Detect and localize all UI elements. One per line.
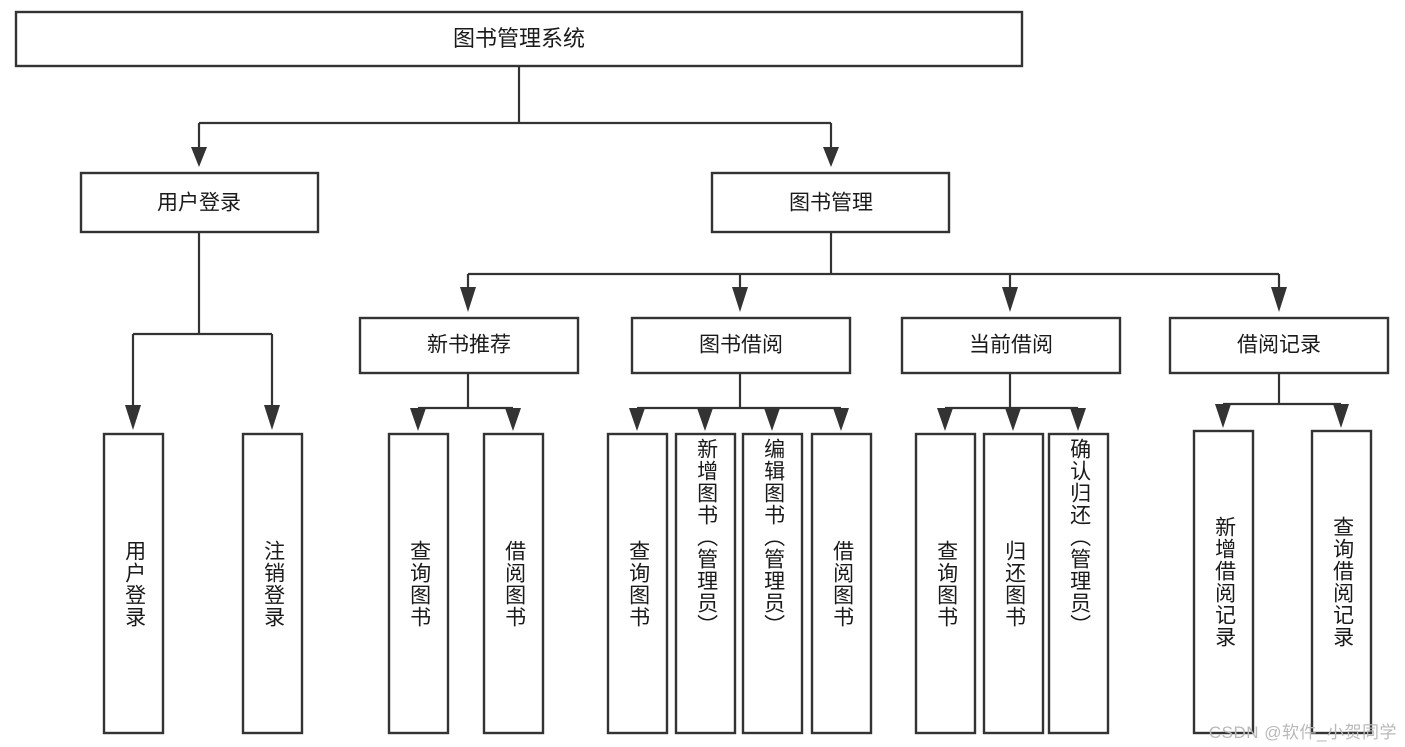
- arrow-leaf-borrow-book-2: [833, 408, 849, 431]
- node-borrow-record-box[interactable]: [1168, 316, 1390, 375]
- node-user-login[interactable]: 用户登录: [79, 171, 320, 234]
- arrow-leaf-add-book: [697, 408, 713, 431]
- leaf-user-login-box[interactable]: [102, 432, 165, 735]
- connector-group: [125, 66, 1349, 431]
- node-borrow-record[interactable]: 借阅记录: [1168, 316, 1390, 375]
- arrow-user-login: [191, 147, 207, 167]
- arrow-leaf-user-login: [125, 405, 141, 430]
- leaf-add-book-box[interactable]: [674, 432, 737, 735]
- node-current-borrow-label: 当前借阅: [969, 334, 1053, 357]
- arrow-leaf-confirm-return: [1070, 408, 1086, 431]
- arrow-leaf-add-record: [1215, 404, 1231, 428]
- node-current-borrow-box[interactable]: [900, 316, 1122, 375]
- arrow-leaf-edit-book: [764, 408, 780, 431]
- leaf-query-book-3-box[interactable]: [914, 432, 977, 735]
- arrow-current-borrow: [1002, 287, 1018, 312]
- arrow-new-book-recommend: [460, 287, 476, 312]
- arrow-book-borrow: [732, 287, 748, 312]
- leaf-query-record-box[interactable]: [1310, 429, 1373, 735]
- node-book-borrow-label: 图书借阅: [699, 334, 783, 357]
- leaf-query-book-2-box[interactable]: [606, 432, 669, 735]
- node-current-borrow[interactable]: 当前借阅: [900, 316, 1122, 375]
- leaf-return-book-box[interactable]: [982, 432, 1045, 735]
- node-book-borrow-box[interactable]: [630, 316, 852, 375]
- arrow-leaf-query-book-3: [937, 408, 953, 431]
- node-book-borrow[interactable]: 图书借阅: [630, 316, 852, 375]
- arrow-leaf-query-book-2: [629, 408, 645, 431]
- node-root-box[interactable]: [14, 10, 1024, 68]
- leaf-borrow-book-2-box[interactable]: [810, 432, 873, 735]
- node-user-login-label: 用户登录: [157, 192, 241, 215]
- leaf-logout-login-box[interactable]: [241, 432, 304, 735]
- node-new-book-recommend-label: 新书推荐: [427, 334, 511, 357]
- leaf-edit-book-box[interactable]: [741, 432, 804, 735]
- arrow-leaf-return-book: [1005, 408, 1021, 431]
- node-user-login-box[interactable]: [79, 171, 320, 234]
- arrow-leaf-query-record: [1333, 404, 1349, 428]
- csdn-watermark: CSDN @软件_小贺同学: [1208, 723, 1397, 742]
- leaf-borrow-book-1-box[interactable]: [482, 432, 545, 735]
- node-book-management-box[interactable]: [710, 171, 951, 234]
- leaf-boxes: [102, 429, 1373, 735]
- node-root[interactable]: 图书管理系统: [14, 10, 1024, 68]
- node-borrow-record-label: 借阅记录: [1237, 334, 1321, 357]
- leaf-add-record-box[interactable]: [1192, 429, 1255, 735]
- arrow-book-management: [823, 147, 839, 167]
- leaf-confirm-return-box[interactable]: [1047, 432, 1110, 735]
- arrow-leaf-logout: [264, 405, 280, 430]
- node-new-book-recommend-box[interactable]: [358, 316, 580, 375]
- node-root-label: 图书管理系统: [453, 26, 585, 51]
- node-book-management-label: 图书管理: [789, 192, 873, 215]
- leaf-query-book-1-box[interactable]: [387, 432, 450, 735]
- arrow-leaf-query-book-1: [410, 408, 426, 431]
- arrow-borrow-record: [1271, 287, 1287, 312]
- node-new-book-recommend[interactable]: 新书推荐: [358, 316, 580, 375]
- arrow-leaf-borrow-book-1: [505, 408, 521, 431]
- node-book-management[interactable]: 图书管理: [710, 171, 951, 234]
